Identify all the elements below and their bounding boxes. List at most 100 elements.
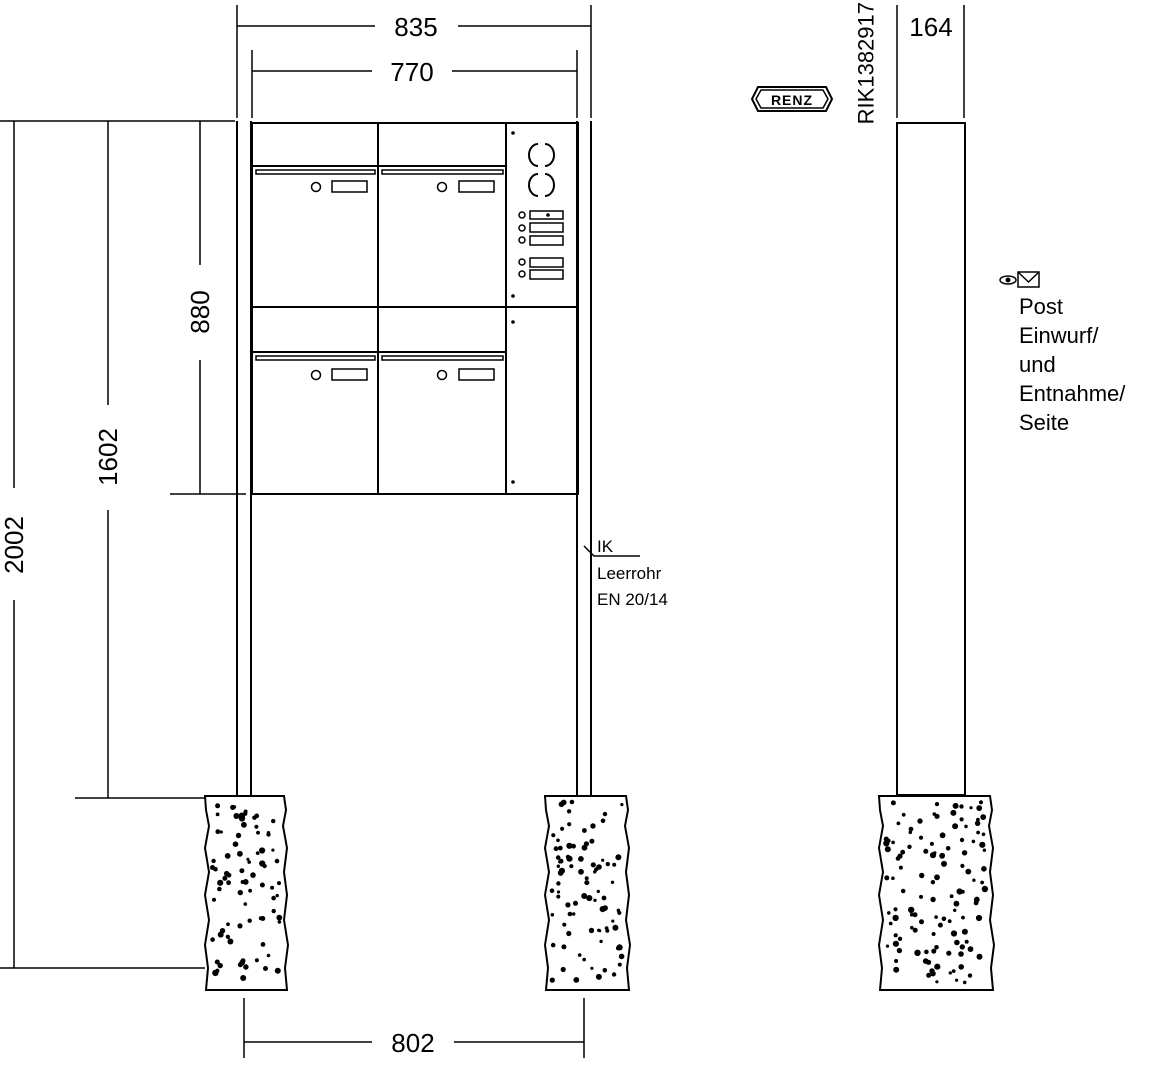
eye-icon (999, 275, 1017, 285)
concrete-grain (604, 926, 609, 930)
concrete-grain (973, 896, 980, 903)
concrete-grain (590, 823, 596, 829)
concrete-grain (243, 902, 248, 906)
concrete-grain (892, 940, 900, 947)
conduit-note-line3: EN 20/14 (597, 590, 668, 609)
concrete-grain (894, 959, 899, 963)
concrete-grain (602, 968, 608, 973)
concrete-grain (972, 878, 976, 882)
concrete-grain (964, 824, 968, 829)
concrete-grain (939, 832, 946, 839)
concrete-grain (896, 821, 901, 826)
conduit-note-line2: Leerrohr (597, 564, 662, 583)
concrete-grain (919, 894, 923, 899)
concrete-grain (908, 906, 915, 914)
concrete-grain (590, 862, 596, 868)
concrete-grain (601, 895, 607, 901)
concrete-grain (974, 820, 981, 826)
bell-button-group-2 (518, 257, 564, 280)
concrete-grain (237, 923, 243, 929)
concrete-grain (224, 853, 231, 859)
conduit-note: IK Leerrohr EN 20/14 (583, 537, 668, 609)
concrete-grain (948, 971, 952, 975)
concrete-grain (896, 947, 903, 954)
mailbox-flap-top-left (255, 169, 376, 193)
concrete-grain (565, 902, 571, 908)
mailbox-flap-bottom-right (381, 355, 504, 381)
concrete-grain (612, 862, 617, 867)
concrete-grain (890, 800, 896, 806)
concrete-grain (263, 966, 268, 971)
concrete-grain (567, 911, 573, 917)
concrete-grain (884, 846, 891, 853)
concrete-grain (561, 944, 567, 950)
concrete-grain (967, 946, 974, 952)
concrete-grain (562, 922, 567, 927)
concrete-grain (980, 814, 987, 820)
dimension-overall-width: 835 (236, 5, 592, 118)
post-depth-label: 164 (909, 12, 952, 42)
concrete-grain (955, 978, 959, 982)
concrete-grain (941, 853, 945, 857)
concrete-grain (586, 895, 593, 902)
foundation-texture (883, 800, 989, 985)
concrete-grain (566, 930, 572, 937)
concrete-grain (250, 872, 256, 878)
concrete-grain (211, 858, 216, 864)
concrete-grain (976, 953, 983, 960)
concrete-grain (239, 868, 245, 874)
concrete-grain (923, 848, 929, 854)
concrete-grain (596, 889, 600, 894)
concrete-grain (560, 826, 565, 831)
concrete-grain (566, 855, 573, 862)
concrete-grain (924, 949, 929, 955)
concrete-grain (981, 885, 989, 893)
concrete-grain (887, 911, 891, 915)
concrete-grain (931, 932, 936, 936)
concrete-grain (225, 934, 230, 939)
concrete-grain (217, 886, 222, 892)
concrete-grain (945, 846, 951, 851)
concrete-grain (551, 833, 556, 838)
concrete-grain (617, 962, 622, 967)
concrete-grain (953, 900, 960, 907)
concrete-grain (556, 838, 560, 843)
concrete-grain (917, 818, 923, 824)
concrete-grain (958, 964, 964, 970)
concrete-grain (600, 818, 606, 824)
concrete-grain (232, 805, 237, 809)
concrete-grain (569, 864, 574, 869)
concrete-grain (271, 848, 275, 852)
concrete-grain (593, 898, 597, 902)
concrete-grain (588, 927, 595, 934)
concrete-grain (941, 860, 947, 867)
concrete-grain (897, 936, 903, 941)
concrete-grain (971, 839, 976, 844)
concrete-grain (212, 897, 216, 902)
concrete-grain (951, 969, 956, 973)
inner-width-label: 770 (390, 57, 433, 87)
concrete-grain (959, 837, 965, 843)
concrete-grain (931, 948, 937, 954)
concrete-grain (952, 802, 959, 809)
concrete-grain (214, 959, 220, 965)
concrete-grain (260, 942, 266, 947)
concrete-grain (892, 914, 899, 922)
concrete-grain (912, 927, 918, 933)
concrete-grain (959, 804, 964, 809)
side-note-line2: Einwurf/ (1019, 323, 1099, 348)
bell-button-group-1 (518, 210, 564, 246)
concrete-grain (929, 841, 934, 846)
concrete-grain (959, 944, 965, 950)
concrete-grain (620, 803, 624, 807)
concrete-grain (584, 880, 590, 886)
concrete-grain (919, 872, 925, 879)
concrete-grain (934, 945, 939, 950)
dimension-box-height: 880 (170, 121, 246, 495)
concrete-grain (270, 885, 275, 890)
concrete-grain (259, 860, 266, 867)
concrete-grain (558, 858, 564, 864)
concrete-grain (566, 809, 572, 814)
dimension-inner-width: 770 (251, 50, 578, 118)
concrete-grain (909, 912, 914, 917)
